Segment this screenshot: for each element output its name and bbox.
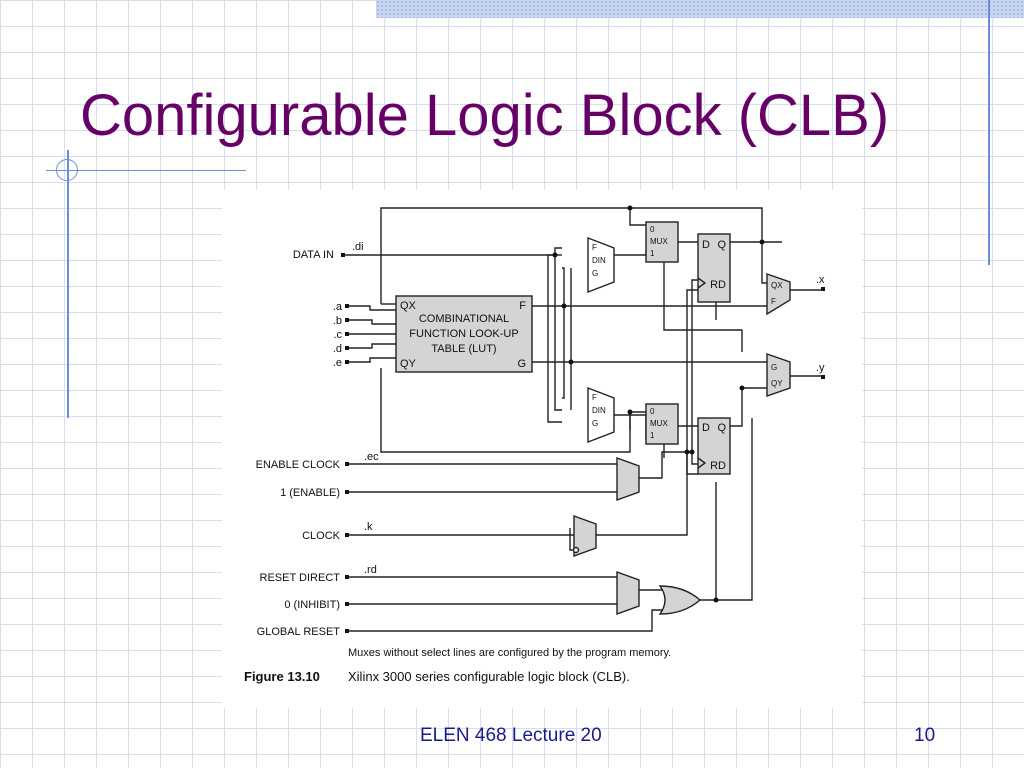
- clock-mux: [569, 515, 597, 557]
- svg-text:Q: Q: [717, 422, 726, 434]
- decorative-left-rule: [67, 150, 69, 418]
- page-number: 10: [914, 725, 936, 746]
- slide-title: Configurable Logic Block (CLB): [80, 83, 890, 148]
- signal-b: .b: [333, 315, 342, 327]
- figure-caption: Xilinx 3000 series configurable logic bl…: [348, 669, 630, 684]
- lut-g: G: [517, 358, 526, 370]
- mux2-bottom: 0 MUX 1: [645, 403, 679, 445]
- lut-block: QX F COMBINATIONAL FUNCTION LOOK-UP TABL…: [395, 295, 533, 373]
- svg-text:G: G: [771, 363, 777, 372]
- signal-d: .d: [333, 343, 342, 355]
- svg-text:DIN: DIN: [592, 256, 606, 265]
- lut-qx: QX: [400, 300, 417, 312]
- signal-e: .e: [333, 357, 342, 369]
- mux3-bottom: F DIN G: [587, 386, 615, 444]
- mux2-top: 0 MUX 1: [645, 221, 679, 263]
- flipflop-top: D Q RD: [697, 233, 731, 303]
- input-label-inhibit: 0 (INHIBIT): [284, 599, 340, 611]
- svg-text:F: F: [592, 393, 597, 402]
- signal-rd: .rd: [364, 564, 377, 576]
- svg-text:G: G: [592, 419, 598, 428]
- lut-f: F: [519, 300, 526, 312]
- svg-text:MUX: MUX: [650, 419, 668, 428]
- mux3-top: F DIN G: [587, 236, 615, 294]
- lut-line3: TABLE (LUT): [431, 343, 496, 355]
- svg-text:MUX: MUX: [650, 237, 668, 246]
- signal-a: .a: [333, 301, 343, 313]
- input-label-enable: 1 (ENABLE): [280, 487, 340, 499]
- svg-text:DIN: DIN: [592, 406, 606, 415]
- junction-dots: [552, 205, 765, 603]
- footer-lecture: ELEN 468 Lecture 20: [420, 725, 602, 746]
- svg-text:F: F: [592, 243, 597, 252]
- signal-k: .k: [364, 521, 373, 533]
- lut-line2: FUNCTION LOOK-UP: [409, 328, 518, 340]
- input-pins: [341, 253, 825, 633]
- decorative-title-underline: [46, 170, 246, 171]
- clb-diagram: DATA IN ENABLE CLOCK 1 (ENABLE) CLOCK RE…: [244, 205, 825, 684]
- svg-text:RD: RD: [710, 460, 726, 472]
- clb-figure: DATA IN ENABLE CLOCK 1 (ENABLE) CLOCK RE…: [222, 190, 862, 708]
- decorative-right-rule: [988, 0, 990, 265]
- lut-line1: COMBINATIONAL: [419, 313, 509, 325]
- input-label-data-in: DATA IN: [293, 249, 334, 261]
- output-mux-x: QX F: [766, 273, 791, 316]
- figure-note: Muxes without select lines are configure…: [348, 647, 671, 659]
- svg-text:0: 0: [650, 225, 655, 234]
- flipflop-bottom: D Q RD: [697, 417, 731, 475]
- decorative-top-band: [376, 0, 1024, 18]
- svg-text:G: G: [592, 269, 598, 278]
- svg-text:F: F: [771, 297, 776, 306]
- input-label-reset-direct: RESET DIRECT: [260, 572, 341, 584]
- signal-di: .di: [352, 241, 364, 253]
- svg-text:0: 0: [650, 407, 655, 416]
- svg-text:D: D: [702, 239, 710, 251]
- svg-text:QY: QY: [771, 379, 783, 388]
- svg-text:Q: Q: [717, 239, 726, 251]
- signal-y: .y: [816, 362, 825, 374]
- signal-ec: .ec: [364, 451, 379, 463]
- input-label-clock: CLOCK: [302, 530, 341, 542]
- input-label-global-reset: GLOBAL RESET: [257, 626, 341, 638]
- signal-x: .x: [816, 274, 825, 286]
- or-gate: [658, 585, 702, 615]
- output-mux-y: G QY: [766, 353, 791, 397]
- lut-qy: QY: [400, 358, 417, 370]
- svg-text:1: 1: [650, 249, 655, 258]
- decorative-circle: [56, 159, 78, 181]
- enable-mux: [616, 457, 640, 501]
- svg-text:QX: QX: [771, 281, 783, 290]
- signal-c: .c: [333, 329, 342, 341]
- svg-text:D: D: [702, 422, 710, 434]
- wires: [345, 207, 823, 632]
- reset-mux: [616, 571, 640, 615]
- svg-text:RD: RD: [710, 279, 726, 291]
- svg-text:1: 1: [650, 431, 655, 440]
- figure-number: Figure 13.10: [244, 669, 320, 684]
- input-label-enable-clock: ENABLE CLOCK: [256, 459, 341, 471]
